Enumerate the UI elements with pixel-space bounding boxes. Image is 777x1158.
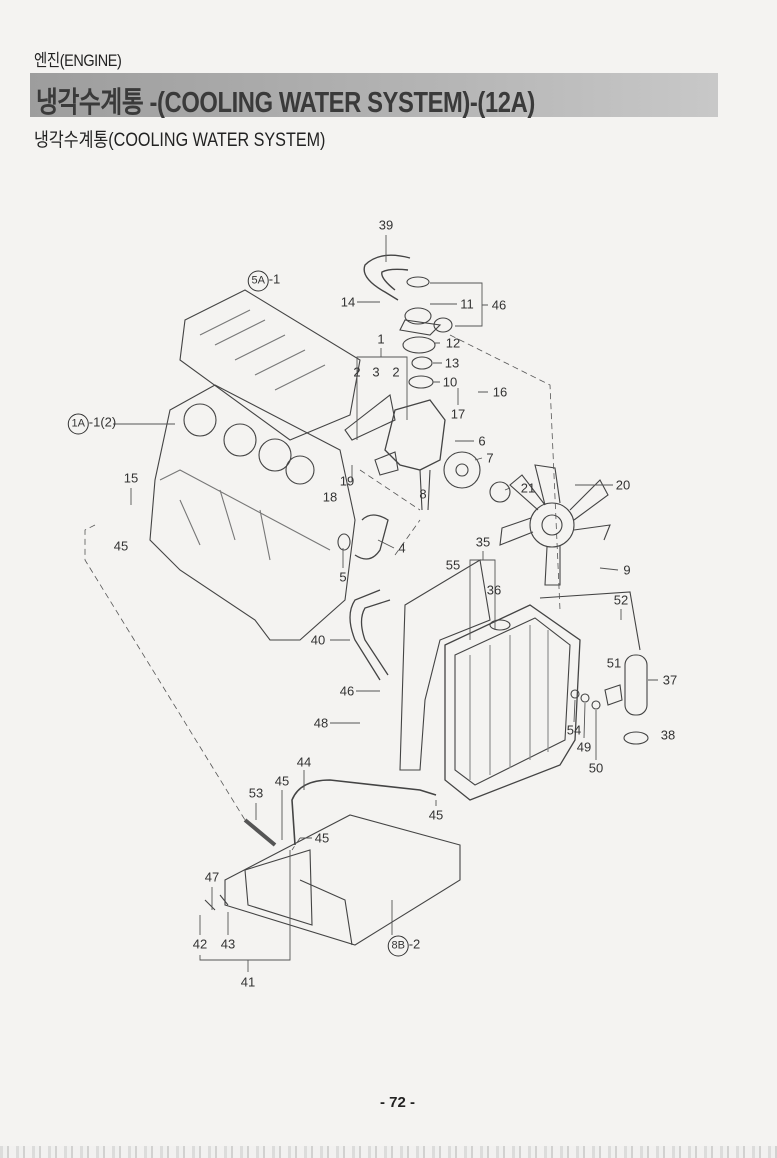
callout: 38	[660, 727, 676, 743]
section-title: 엔진(ENGINE)	[34, 51, 122, 70]
callout: 53	[248, 785, 264, 801]
callout: 12	[445, 335, 461, 351]
scan-artifact-strip	[0, 1146, 777, 1158]
callout: 46	[491, 297, 507, 313]
upper-hose	[363, 254, 411, 301]
cylinder-head	[179, 289, 361, 441]
callout: 15	[123, 470, 139, 486]
callout: 2	[353, 364, 361, 380]
callout: 44	[296, 754, 312, 770]
callout: 7	[486, 450, 494, 466]
callout: 36	[486, 582, 502, 598]
callout: 41	[240, 974, 256, 990]
reference-8B: 8B-2	[387, 935, 420, 957]
callout: 49	[576, 739, 592, 755]
cooling-fan	[499, 464, 611, 586]
callout: 17	[450, 406, 466, 422]
lower-hose	[349, 589, 391, 681]
callout: 45	[314, 830, 330, 846]
callout: 13	[444, 355, 460, 371]
callout: 45	[274, 773, 290, 789]
callout: 50	[588, 760, 604, 776]
fan-shroud	[399, 559, 491, 771]
page-number: - 72 -	[380, 1094, 416, 1111]
radiator	[444, 604, 581, 801]
callout: 6	[478, 433, 486, 449]
engine-block	[149, 384, 356, 641]
callout: 16	[492, 384, 508, 400]
callout: 51	[606, 655, 622, 671]
callout: 9	[623, 562, 631, 578]
callout: 46	[339, 683, 355, 699]
title-banner: 냉각수계통 -(COOLING WATER SYSTEM)-(12A)	[30, 73, 718, 119]
reference-5A: 5A-1	[247, 270, 280, 292]
callout: 1	[377, 331, 385, 347]
callout: 39	[378, 217, 394, 233]
water-pump	[384, 399, 446, 471]
callout: 19	[339, 473, 355, 489]
callout: 10	[442, 374, 458, 390]
callout: 45	[428, 807, 444, 823]
frame-plate	[224, 814, 461, 946]
callout: 45	[113, 538, 129, 554]
callout: 55	[445, 557, 461, 573]
callout: 18	[322, 489, 338, 505]
callout: 2	[392, 364, 400, 380]
callout: 11	[460, 296, 474, 312]
diagram-subtitle: 냉각수계통(COOLING WATER SYSTEM)	[34, 130, 326, 151]
callout: 43	[220, 936, 236, 952]
callout: 48	[313, 715, 329, 731]
callout: 35	[475, 534, 491, 550]
page-title: 냉각수계통 -(COOLING WATER SYSTEM)-(12A)	[36, 87, 535, 119]
callout: 14	[340, 294, 356, 310]
callout: 20	[615, 477, 631, 493]
callout: 40	[310, 632, 326, 648]
callout: 8	[419, 486, 427, 502]
callout: 3	[372, 364, 380, 380]
callout: 5	[339, 569, 347, 585]
callout: 4	[398, 540, 406, 556]
callout: 54	[566, 722, 582, 738]
callout: 42	[192, 936, 208, 952]
callout: 37	[662, 672, 678, 688]
callout: 21	[520, 480, 536, 496]
callout: 47	[204, 869, 220, 885]
reference-1A: 1A-1(2)	[67, 413, 116, 435]
callout: 52	[613, 592, 629, 608]
